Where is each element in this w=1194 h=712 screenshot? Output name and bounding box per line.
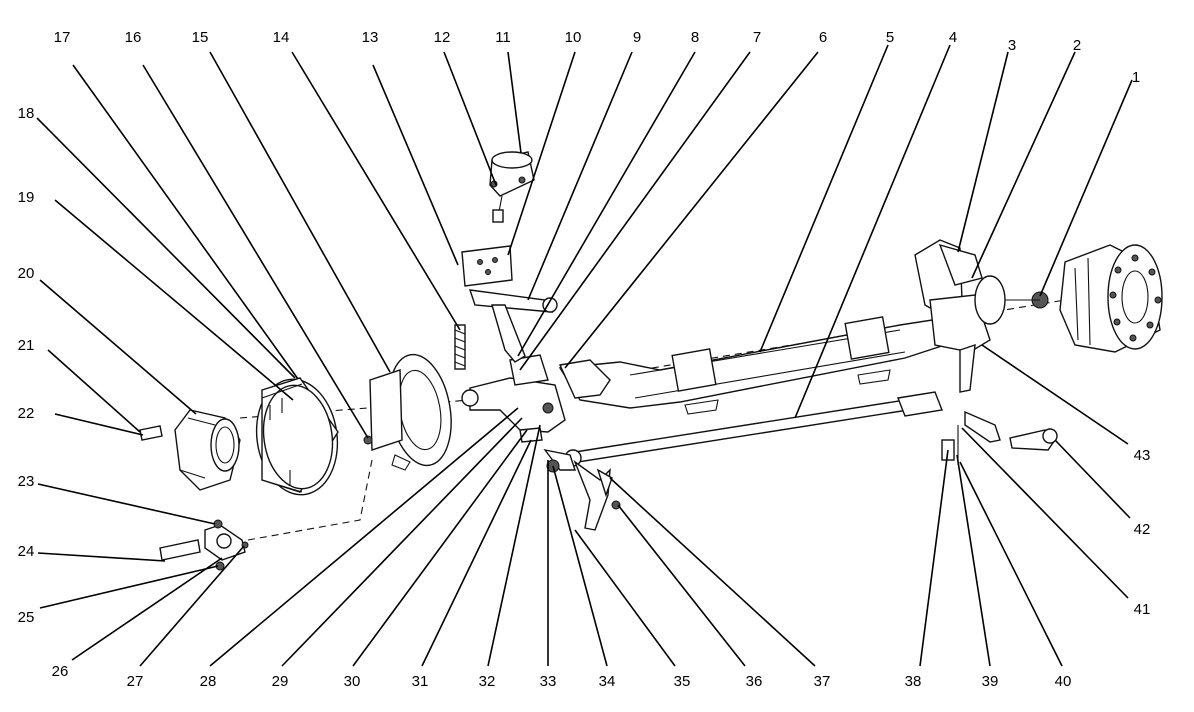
callout-30: 30 xyxy=(344,673,361,690)
callout-7: 7 xyxy=(753,29,761,46)
callout-24: 24 xyxy=(18,543,35,560)
callout-12: 12 xyxy=(434,29,451,46)
callout-9: 9 xyxy=(633,29,641,46)
callout-26: 26 xyxy=(52,663,69,680)
callout-39: 39 xyxy=(982,673,999,690)
callout-32: 32 xyxy=(479,673,496,690)
callout-38: 38 xyxy=(905,673,922,690)
callout-35: 35 xyxy=(674,673,691,690)
callout-3: 3 xyxy=(1008,37,1016,54)
callout-14: 14 xyxy=(273,29,290,46)
brake-chamber xyxy=(489,151,535,223)
callout-19: 19 xyxy=(18,189,35,206)
tie-rod-end-right xyxy=(897,391,943,417)
callout-27: 27 xyxy=(127,673,144,690)
callout-37: 37 xyxy=(814,673,831,690)
left-beam-end xyxy=(558,359,611,399)
callout-5: 5 xyxy=(886,29,894,46)
callout-20: 20 xyxy=(18,265,35,282)
slack-adjuster xyxy=(159,519,249,571)
axle-parts xyxy=(139,151,1163,571)
right-tie-rod-end-parts xyxy=(941,410,1058,465)
callout-4: 4 xyxy=(949,29,957,46)
callout-33: 33 xyxy=(540,673,557,690)
callout-1: 1 xyxy=(1132,69,1140,86)
callout-22: 22 xyxy=(18,405,35,422)
callout-labels: 1234567891011121314151617181920212223242… xyxy=(18,29,1151,690)
return-spring xyxy=(454,324,466,370)
left-brake-backing-plate xyxy=(363,353,452,471)
leader-lines xyxy=(36,44,1133,667)
callout-25: 25 xyxy=(18,609,35,626)
callout-11: 11 xyxy=(495,29,511,46)
callout-18: 18 xyxy=(18,105,35,122)
callout-13: 13 xyxy=(362,29,379,46)
callout-34: 34 xyxy=(599,673,616,690)
callout-43: 43 xyxy=(1134,447,1151,464)
assembly-line-lever xyxy=(247,459,373,541)
brake-chamber-bracket xyxy=(461,245,513,287)
hub-cap-bolt xyxy=(139,425,163,441)
left-brake-drum xyxy=(255,377,339,496)
drop-arm xyxy=(573,460,621,531)
callout-2: 2 xyxy=(1073,37,1081,54)
callout-17: 17 xyxy=(54,29,71,46)
right-brake-drum xyxy=(1059,244,1163,353)
callout-40: 40 xyxy=(1055,673,1072,690)
callout-29: 29 xyxy=(272,673,289,690)
spring-pad-left xyxy=(671,348,717,392)
callout-8: 8 xyxy=(691,29,699,46)
left-wheel-hub xyxy=(139,409,241,491)
callout-16: 16 xyxy=(125,29,142,46)
spring-pad-right xyxy=(844,316,890,360)
brake-shoe-left xyxy=(369,369,403,451)
callout-15: 15 xyxy=(192,29,209,46)
callout-23: 23 xyxy=(18,473,35,490)
callout-36: 36 xyxy=(746,673,763,690)
callout-6: 6 xyxy=(819,29,827,46)
callout-21: 21 xyxy=(18,337,35,354)
right-steering-knuckle xyxy=(914,239,1049,393)
callout-41: 41 xyxy=(1134,601,1151,618)
callout-42: 42 xyxy=(1134,521,1151,538)
front-axle-beam xyxy=(558,316,962,415)
callout-31: 31 xyxy=(412,673,429,690)
callout-28: 28 xyxy=(200,673,217,690)
callout-10: 10 xyxy=(565,29,582,46)
steering-arm xyxy=(461,245,558,363)
